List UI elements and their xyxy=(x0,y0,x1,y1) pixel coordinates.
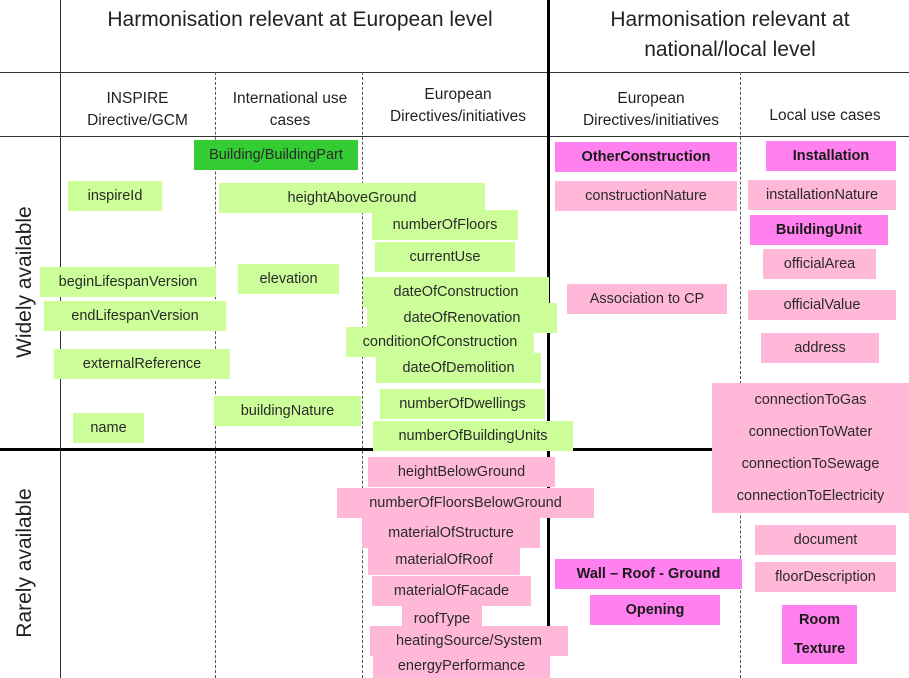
box-address: address xyxy=(761,333,879,363)
box-other-construction: OtherConstruction xyxy=(555,142,737,172)
box-name: name xyxy=(73,413,144,443)
box-height-below-ground: heightBelowGround xyxy=(368,457,555,487)
box-begin-lifespan: beginLifespanVersion xyxy=(40,267,216,297)
header-national: Harmonisation relevant at national/local… xyxy=(610,8,850,61)
subheader-divider-line xyxy=(0,136,909,137)
box-installation: Installation xyxy=(766,141,896,171)
box-association-cp: Association to CP xyxy=(567,284,727,314)
box-texture: Texture xyxy=(782,634,857,664)
main-vertical-divider xyxy=(547,0,550,678)
box-elevation: elevation xyxy=(238,264,339,294)
subheader-nat-directives: European Directives/initiatives xyxy=(582,90,720,129)
box-number-of-floors: numberOfFloors xyxy=(372,210,518,240)
box-official-value: officialValue xyxy=(748,290,896,320)
dashed-divider-3 xyxy=(740,72,741,678)
box-opening: Opening xyxy=(590,595,720,625)
box-building-unit: BuildingUnit xyxy=(750,215,888,245)
subheader-inspire: INSPIRE Directive/GCM xyxy=(87,90,188,129)
box-connection-gas: connectionToGas xyxy=(712,383,909,417)
row-label-widely: Widely available xyxy=(13,206,36,358)
box-connection-water: connectionToWater xyxy=(712,415,909,449)
box-material-of-structure: materialOfStructure xyxy=(362,518,540,548)
box-current-use: currentUse xyxy=(375,242,515,272)
box-document: document xyxy=(755,525,896,555)
subheader-local: Local use cases xyxy=(769,107,881,124)
box-number-of-building-units: numberOfBuildingUnits xyxy=(373,421,573,451)
box-date-of-demolition: dateOfDemolition xyxy=(376,353,541,383)
box-official-area: officialArea xyxy=(763,249,876,279)
subheader-international: International use cases xyxy=(232,90,348,129)
box-material-of-facade: materialOfFacade xyxy=(372,576,531,606)
row-label-rarely: Rarely available xyxy=(13,488,36,638)
box-inspire-id: inspireId xyxy=(68,181,162,211)
box-wall-roof-ground: Wall – Roof - Ground xyxy=(555,559,742,589)
header-divider-line xyxy=(0,72,909,73)
box-construction-nature: constructionNature xyxy=(555,181,737,211)
subheader-eu-directives: European Directives/initiatives xyxy=(389,86,527,125)
box-connection-sewage: connectionToSewage xyxy=(712,447,909,481)
left-border-line xyxy=(60,0,61,678)
box-end-lifespan: endLifespanVersion xyxy=(44,301,226,331)
box-external-reference: externalReference xyxy=(54,349,230,379)
box-room: Room xyxy=(782,605,857,635)
header-european: Harmonisation relevant at European level xyxy=(107,8,493,31)
box-building-part: Building/BuildingPart xyxy=(194,140,358,170)
box-date-of-construction: dateOfConstruction xyxy=(363,277,549,307)
box-building-nature: buildingNature xyxy=(214,396,361,426)
box-installation-nature: installationNature xyxy=(748,180,896,210)
box-number-of-floors-below: numberOfFloorsBelowGround xyxy=(337,488,594,518)
dashed-divider-2 xyxy=(362,72,363,678)
box-material-of-roof: materialOfRoof xyxy=(368,545,520,575)
box-height-above-ground: heightAboveGround xyxy=(219,183,485,213)
box-condition-of-construction: conditionOfConstruction xyxy=(346,327,534,357)
box-connection-electricity: connectionToElectricity xyxy=(712,479,909,513)
box-energy-performance: energyPerformance xyxy=(373,654,550,678)
box-heating-source: heatingSource/System xyxy=(370,626,568,656)
box-floor-description: floorDescription xyxy=(755,562,896,592)
box-number-of-dwellings: numberOfDwellings xyxy=(380,389,545,419)
